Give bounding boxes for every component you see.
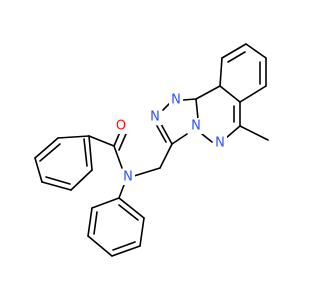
bond — [239, 85, 267, 103]
bond — [91, 197, 120, 209]
bond — [225, 125, 241, 139]
bond — [118, 204, 139, 221]
atom-symbol: N — [171, 93, 181, 108]
bonds — [34, 43, 269, 257]
atom-symbol: N — [191, 119, 201, 134]
atom-labels: O N N N N N — [114, 92, 227, 185]
atom-symbol: N — [123, 170, 133, 185]
atom-symbol: N — [150, 110, 160, 125]
bond — [57, 135, 90, 139]
bond — [45, 176, 71, 185]
bond — [88, 135, 93, 171]
bond — [195, 85, 221, 100]
triazole-n2-atom: N — [148, 109, 162, 125]
bond — [34, 157, 43, 183]
triazole-n1-atom: N — [169, 92, 183, 108]
bond — [34, 137, 59, 159]
bond — [111, 245, 141, 257]
bond — [156, 125, 167, 143]
bond — [118, 133, 127, 151]
amide-nitrogen-atom: N — [121, 169, 135, 185]
bond — [41, 181, 72, 191]
bond — [83, 138, 88, 167]
structure-canvas: O N N N N N — [34, 43, 269, 257]
bond — [221, 43, 247, 59]
carbonyl-oxygen-atom: O — [114, 118, 128, 134]
bond — [227, 51, 246, 63]
bond — [139, 217, 145, 247]
bond — [239, 125, 269, 141]
atom-symbol: O — [116, 119, 126, 134]
bond — [182, 98, 197, 101]
bond — [195, 98, 199, 120]
bond — [88, 135, 115, 147]
bond — [171, 133, 188, 145]
bond — [93, 211, 98, 235]
bond — [162, 102, 171, 111]
bridge-nitrogen-atom: N — [189, 118, 203, 134]
bond — [245, 43, 267, 59]
bond — [118, 197, 145, 219]
bond — [159, 143, 173, 169]
bond — [113, 145, 123, 169]
bond — [219, 57, 223, 87]
bond — [70, 169, 93, 191]
bond — [87, 235, 113, 257]
bond — [87, 207, 93, 237]
bond — [160, 123, 173, 145]
bond — [219, 85, 241, 103]
bond — [113, 131, 121, 147]
bond — [112, 241, 136, 251]
molecule-drawing: O N N N N N — [34, 43, 269, 257]
phthalazine-nitrogen-atom: N — [213, 135, 227, 151]
bond — [133, 167, 161, 177]
bond — [39, 143, 61, 162]
atom-symbol: N — [215, 136, 225, 151]
bond — [118, 184, 125, 199]
bond — [201, 133, 213, 143]
